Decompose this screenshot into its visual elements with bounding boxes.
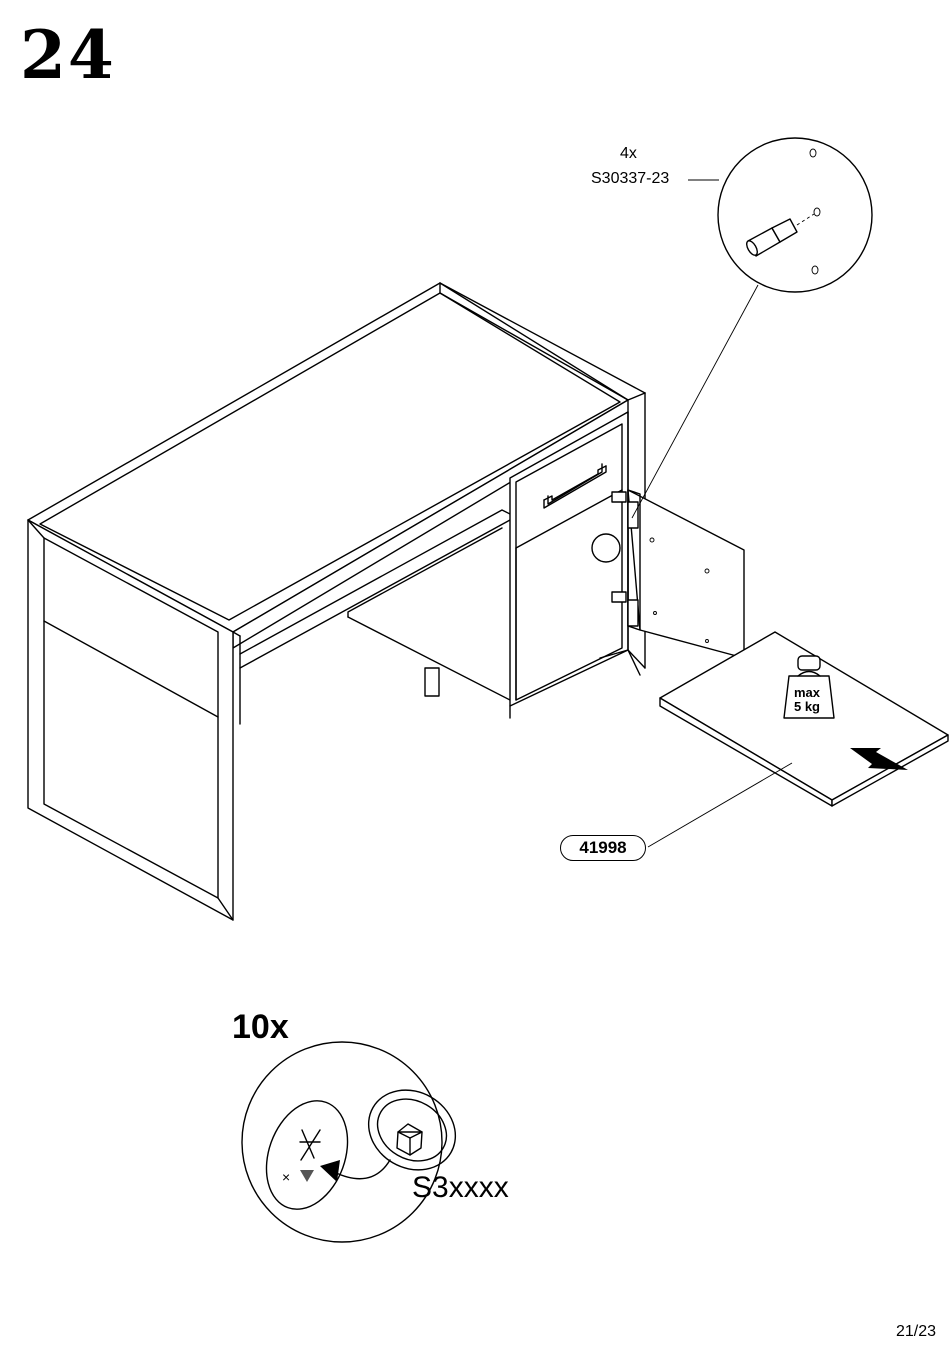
cam-screw-icon bbox=[397, 1124, 422, 1155]
screw-quantity: 10x bbox=[232, 1010, 289, 1044]
page-number: 21/23 bbox=[896, 1324, 936, 1340]
cross-slot-icon bbox=[300, 1130, 320, 1160]
screw-detail-circle: × bbox=[242, 1042, 470, 1242]
dowel-icon bbox=[745, 219, 797, 257]
max-load-line1: max bbox=[785, 686, 829, 700]
shelf-part-number: 41998 bbox=[560, 835, 646, 861]
dowel-quantity: 4x bbox=[620, 146, 637, 162]
detail-callout-leader bbox=[632, 285, 758, 518]
screw-part-code: S3xxxx bbox=[412, 1173, 509, 1203]
tighten-mark-icon bbox=[300, 1170, 314, 1182]
rotate-arrow-icon bbox=[320, 1160, 340, 1182]
dowel-part-code: S30337-23 bbox=[591, 171, 669, 187]
max-load-label: max 5 kg bbox=[785, 686, 829, 714]
step-number: 24 bbox=[20, 22, 116, 88]
shelf-part-leader bbox=[648, 763, 792, 847]
max-load-line2: 5 kg bbox=[785, 700, 829, 714]
minus-mark: × bbox=[282, 1169, 290, 1185]
detail-circle bbox=[718, 138, 872, 292]
